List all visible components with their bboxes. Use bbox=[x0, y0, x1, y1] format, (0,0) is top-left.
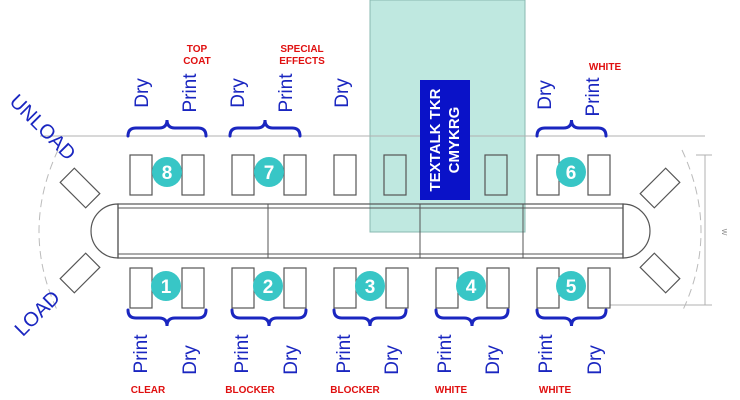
bottom-station-4: 4 Print Dry WHITE bbox=[435, 267, 510, 396]
top-pallet-7b bbox=[283, 154, 307, 196]
station-badge-8 bbox=[152, 157, 182, 187]
top-left-label-8: Dry bbox=[132, 78, 153, 108]
station-number-3: 3 bbox=[365, 277, 376, 298]
bottom-note-1: CLEAR bbox=[131, 385, 166, 396]
top-note-7-line2: EFFECTS bbox=[279, 56, 325, 67]
station-number-2: 2 bbox=[263, 277, 274, 298]
top-pallet-c bbox=[333, 154, 357, 196]
bottom-left-label-1: Print bbox=[131, 334, 152, 374]
top-note-8-line1: TOP bbox=[187, 44, 208, 55]
top-note-6-line1: WHITE bbox=[589, 62, 622, 73]
left-rotation-arc bbox=[38, 149, 59, 313]
bottom-right-label-4: Dry bbox=[483, 345, 504, 375]
bottom-station-3: 3 Print Dry BLOCKER bbox=[330, 267, 409, 396]
top-right-label-8: Print bbox=[180, 73, 201, 113]
bottom-pallet-1a bbox=[129, 267, 153, 309]
bottom-right-label-5: Dry bbox=[585, 345, 606, 375]
top-station-7: 7 Dry Print SPECIAL EFFECTS bbox=[228, 44, 325, 196]
bottom-left-label-4: Print bbox=[435, 334, 456, 374]
bottom-pallet-4a bbox=[435, 267, 459, 309]
station-badge-6 bbox=[556, 157, 586, 187]
top-brace-7 bbox=[228, 119, 302, 138]
bottom-left-label-5: Print bbox=[536, 334, 557, 374]
bottom-right-label-3: Dry bbox=[382, 345, 403, 375]
conveyor-track bbox=[90, 203, 651, 259]
unload-label: UNLOAD bbox=[5, 91, 80, 166]
top-station-dry-only: Dry bbox=[332, 78, 407, 196]
station-number-6: 6 bbox=[566, 163, 577, 184]
load-label: LOAD bbox=[11, 287, 65, 341]
top-left-label-3: Dry bbox=[332, 78, 353, 108]
station-number-5: 5 bbox=[566, 277, 577, 298]
top-station-8: 8 Dry Print TOP COAT bbox=[129, 44, 211, 196]
head-title-box bbox=[420, 80, 470, 200]
bottom-pallet-5b bbox=[587, 267, 611, 309]
width-dimension-label: W bbox=[720, 229, 727, 236]
top-pallet-7a bbox=[231, 154, 255, 196]
right-rotation-arc bbox=[681, 149, 702, 313]
top-brace-8 bbox=[126, 119, 208, 138]
bottom-pallet-3a bbox=[333, 267, 357, 309]
top-pallet-e bbox=[484, 154, 508, 196]
head-title-line1: TEXTALK TKR bbox=[427, 88, 444, 191]
bottom-brace-5 bbox=[535, 308, 608, 327]
bottom-left-label-2: Print bbox=[232, 334, 253, 374]
bottom-note-5: WHITE bbox=[539, 385, 572, 396]
bottom-left-label-3: Print bbox=[334, 334, 355, 374]
head-title-line2: CMYKRG bbox=[446, 107, 463, 174]
top-pallet-d bbox=[383, 154, 407, 196]
bottom-brace-1 bbox=[126, 308, 208, 327]
bottom-pallet-1b bbox=[181, 267, 205, 309]
bottom-brace-4 bbox=[434, 308, 510, 327]
station-badge-2 bbox=[253, 271, 283, 301]
station-badge-1 bbox=[151, 271, 181, 301]
station-number-7: 7 bbox=[264, 163, 275, 184]
top-right-label-6: Print bbox=[583, 77, 604, 117]
bottom-pallet-2a bbox=[231, 267, 255, 309]
station-badge-7 bbox=[254, 157, 284, 187]
top-note-7-line1: SPECIAL bbox=[280, 44, 323, 55]
bottom-note-2: BLOCKER bbox=[225, 385, 275, 396]
unload-pallet bbox=[59, 167, 101, 209]
bottom-pallet-3b bbox=[385, 267, 409, 309]
station-number-4: 4 bbox=[466, 277, 477, 298]
station-badge-3 bbox=[355, 271, 385, 301]
bottom-note-3: BLOCKER bbox=[330, 385, 380, 396]
top-note-8-line2: COAT bbox=[183, 56, 211, 67]
bottom-brace-3 bbox=[332, 308, 408, 327]
station-badge-5 bbox=[556, 271, 586, 301]
bottom-pallet-4b bbox=[486, 267, 510, 309]
top-pallet-6a bbox=[536, 154, 560, 196]
right-lower-pallet bbox=[639, 252, 681, 294]
station-number-1: 1 bbox=[161, 277, 172, 298]
top-left-label-6: Dry bbox=[535, 80, 556, 110]
top-left-label-7: Dry bbox=[228, 78, 249, 108]
load-pallet bbox=[59, 252, 101, 294]
bottom-pallet-5a bbox=[536, 267, 560, 309]
top-station-head bbox=[484, 154, 508, 196]
top-pallet-8b bbox=[181, 154, 205, 196]
bottom-brace-2 bbox=[230, 308, 308, 327]
bottom-station-5: 5 Print Dry WHITE bbox=[536, 267, 611, 396]
top-right-label-7: Print bbox=[276, 73, 297, 113]
top-brace-6 bbox=[535, 119, 608, 138]
right-upper-pallet bbox=[639, 167, 681, 209]
top-pallet-8a bbox=[129, 154, 153, 196]
bottom-pallet-2b bbox=[283, 267, 307, 309]
bottom-note-4: WHITE bbox=[435, 385, 468, 396]
station-number-8: 8 bbox=[162, 163, 173, 184]
bottom-right-label-1: Dry bbox=[180, 345, 201, 375]
bottom-right-label-2: Dry bbox=[281, 345, 302, 375]
bottom-station-2: 2 Print Dry BLOCKER bbox=[225, 267, 307, 396]
station-badge-4 bbox=[456, 271, 486, 301]
bottom-station-1: 1 Print Dry CLEAR bbox=[129, 267, 205, 396]
top-station-6: 6 Dry Print WHITE bbox=[535, 62, 622, 196]
station-braces bbox=[126, 119, 608, 327]
top-pallet-6b bbox=[587, 154, 611, 196]
